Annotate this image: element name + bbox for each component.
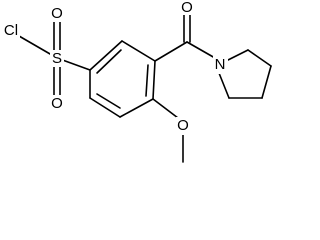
pyrrolidine-bond-3 [261,65,272,99]
structure-svg: Cl S O O O N O [3,0,272,163]
ring-inner-double-3 [96,93,121,109]
ring-bond-1 [89,40,123,71]
methoxy-oxygen-label: O [177,117,189,134]
ring-bond-4 [119,98,154,118]
sulfonyl-oxygen-top-label: O [51,5,63,22]
ring-inner-double-1 [96,49,122,74]
ring-bond-3 [152,60,156,100]
carbonyl-oxygen-label: O [181,0,193,16]
ring-bond-5 [89,97,121,118]
pyrrolidine-bond-1 [225,49,249,62]
bond-ring-methoxy-o [152,98,179,119]
bond-ring-carbonyl [154,41,188,62]
bond-carbonyl-n [186,41,216,59]
structure-diagram: Cl S O O O N O [3,0,272,163]
pyrrolidine-bond-2 [247,49,272,67]
pyrrolidine-bond-5 [218,72,230,99]
sulfonyl-oxygen-bottom-label: O [51,95,63,112]
sulfur-atom-label: S [52,50,62,67]
ring-bond-2 [121,40,156,62]
chlorine-atom-label: Cl [4,22,18,39]
ring-inner-double-2 [145,64,149,97]
pyrrolidine-nitrogen-label: N [215,56,226,73]
